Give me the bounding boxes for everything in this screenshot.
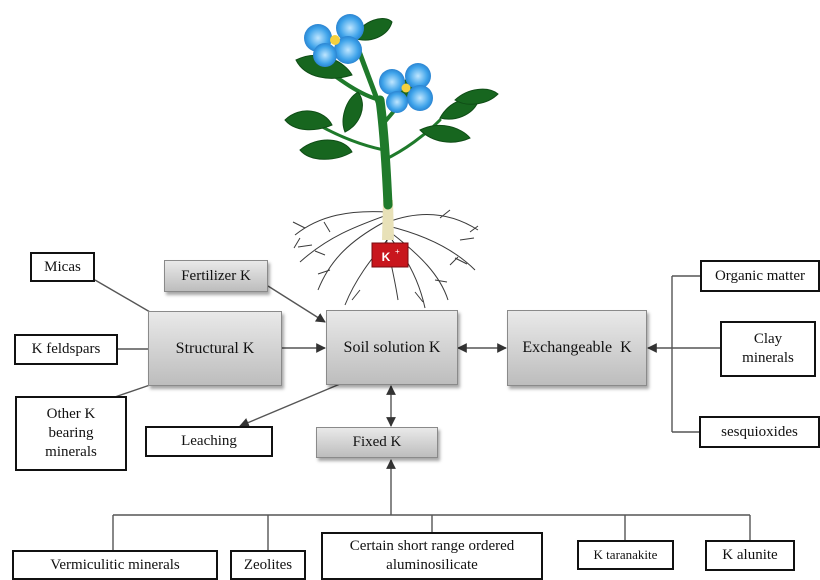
- k-taranakite-box: K taranakite: [577, 540, 674, 570]
- k-feldspars-box: K feldspars: [14, 334, 118, 365]
- clay-minerals-box: Clay minerals: [720, 321, 816, 377]
- plant-roots: [292, 204, 479, 309]
- fixed-k-box: Fixed K: [316, 427, 438, 458]
- flower-right: [379, 63, 433, 113]
- micas-box: Micas: [30, 252, 95, 282]
- structural-k-box: Structural K: [148, 311, 282, 386]
- k-ion-badge: K +: [371, 242, 409, 268]
- flower-top: [304, 14, 364, 67]
- sesquioxides-box: sesquioxides: [699, 416, 820, 448]
- other-k-bearing-minerals-box: Other K bearing minerals: [15, 396, 127, 471]
- zeolites-box: Zeolites: [230, 550, 306, 580]
- svg-text:+: +: [395, 247, 400, 256]
- fertilizer-k-box: Fertilizer K: [164, 260, 268, 292]
- leaching-box: Leaching: [145, 426, 273, 457]
- vermiculitic-minerals-box: Vermiculitic minerals: [12, 550, 218, 580]
- soil-solution-k-box: Soil solution K: [326, 310, 458, 385]
- k-alunite-box: K alunite: [705, 540, 795, 571]
- short-range-aluminosilicate-box: Certain short range ordered aluminosilic…: [321, 532, 543, 580]
- connector-lines: [94, 275, 751, 550]
- organic-matter-box: Organic matter: [700, 260, 820, 292]
- svg-text:K: K: [382, 250, 391, 264]
- exchangeable-k-box: Exchangeable K: [507, 310, 647, 386]
